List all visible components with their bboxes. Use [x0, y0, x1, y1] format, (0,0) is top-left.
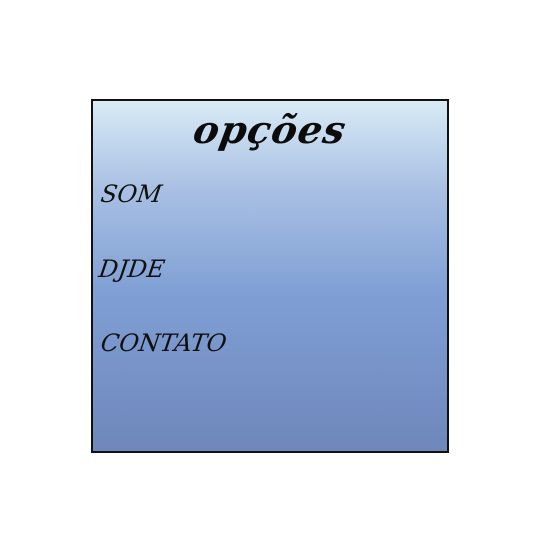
panel-title: opções	[190, 107, 350, 152]
menu-item-som[interactable]: SOM	[99, 180, 164, 208]
menu-item-djde[interactable]: DJDE	[97, 255, 167, 283]
menu-item-contato[interactable]: CONTATO	[99, 329, 229, 357]
options-panel: opções SOM DJDE CONTATO	[91, 99, 449, 453]
